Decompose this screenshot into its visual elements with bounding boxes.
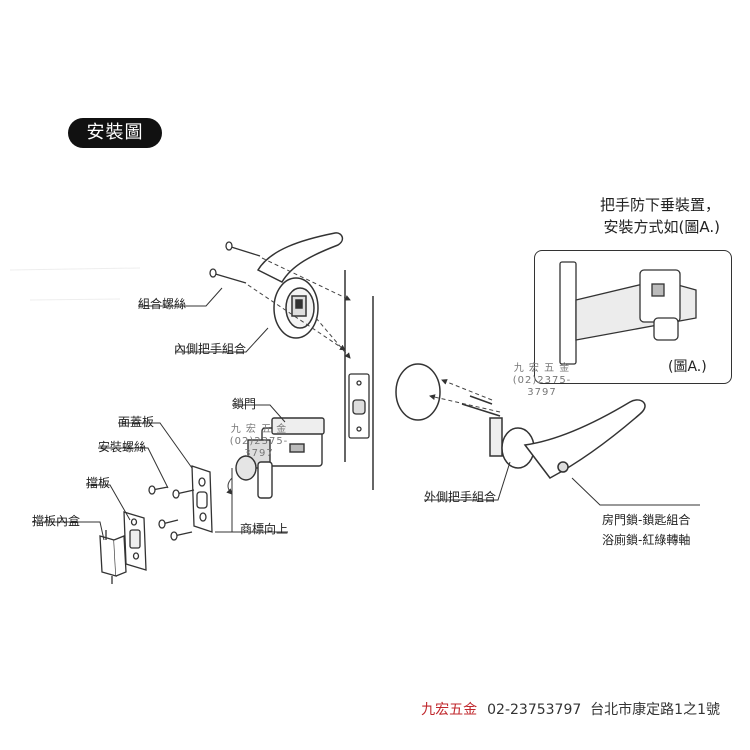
label-bath-turn: 浴廁鎖-紅綠轉軸 bbox=[602, 533, 691, 547]
latch-drawing bbox=[235, 417, 325, 499]
figure-a-box bbox=[534, 250, 732, 384]
note-line-1: 把手防下垂裝置， bbox=[599, 196, 720, 214]
label-strike-box: 擋板內盒 bbox=[32, 514, 81, 528]
outer-handle-drawing bbox=[395, 363, 646, 479]
combo-screws bbox=[209, 241, 261, 284]
footer: 九宏五金 02-23753797 台北市康定路1之1號 bbox=[421, 699, 720, 719]
strike-box-drawing bbox=[99, 530, 127, 584]
rotate-arrow bbox=[226, 477, 233, 495]
guide-lines-inner bbox=[247, 257, 351, 359]
anti-sag-note: 把手防下垂裝置， 安裝方式如(圖A.) bbox=[560, 194, 720, 238]
door-edge bbox=[344, 270, 374, 490]
note-line-2: 安裝方式如(圖A.) bbox=[603, 218, 720, 236]
leader-lines bbox=[32, 287, 700, 541]
install-screws bbox=[148, 485, 195, 541]
label-strike: 擋板 bbox=[86, 476, 111, 490]
figure-a-drawing bbox=[559, 261, 697, 365]
label-outer-handle: 外側把手組合 bbox=[424, 490, 497, 504]
watermark-right-name: 九 宏 五 金 bbox=[513, 363, 571, 374]
watermark-left-name: 九 宏 五 金 bbox=[230, 424, 288, 435]
scan-texture bbox=[9, 267, 141, 301]
page-title: 安裝圖 bbox=[68, 118, 162, 148]
label-faceplate: 面蓋板 bbox=[118, 415, 155, 429]
figure-a-label: (圖A.) bbox=[668, 359, 707, 375]
label-key-combo: 房門鎖-鎖匙組合 bbox=[602, 513, 691, 527]
guide-lines-outer bbox=[429, 379, 501, 413]
watermark-left-phone: (02)2375-3797 bbox=[229, 436, 289, 459]
footer-brand: 九宏五金 bbox=[421, 702, 478, 718]
watermark-left: 九 宏 五 金 (02)2375-3797 bbox=[224, 424, 294, 460]
watermark-right: 九 宏 五 金 (02)2375-3797 bbox=[506, 363, 578, 399]
watermark-right-phone: (02)2375-3797 bbox=[512, 375, 572, 398]
label-inner-handle: 內側把手組合 bbox=[174, 342, 247, 356]
footer-address: 台北市康定路1之1號 bbox=[590, 702, 720, 718]
door-faceplate bbox=[348, 373, 370, 439]
label-latch: 鎖門 bbox=[232, 397, 257, 411]
inner-handle-drawing bbox=[256, 232, 344, 339]
strike-drawing bbox=[123, 511, 147, 571]
label-combo-screws: 組合螺絲 bbox=[138, 297, 187, 311]
faceplate-drawing bbox=[191, 465, 213, 533]
label-install-screws: 安裝螺絲 bbox=[98, 440, 147, 454]
label-logo-up: 商標向上 bbox=[240, 522, 289, 536]
footer-phone: 02-23753797 bbox=[487, 702, 582, 718]
